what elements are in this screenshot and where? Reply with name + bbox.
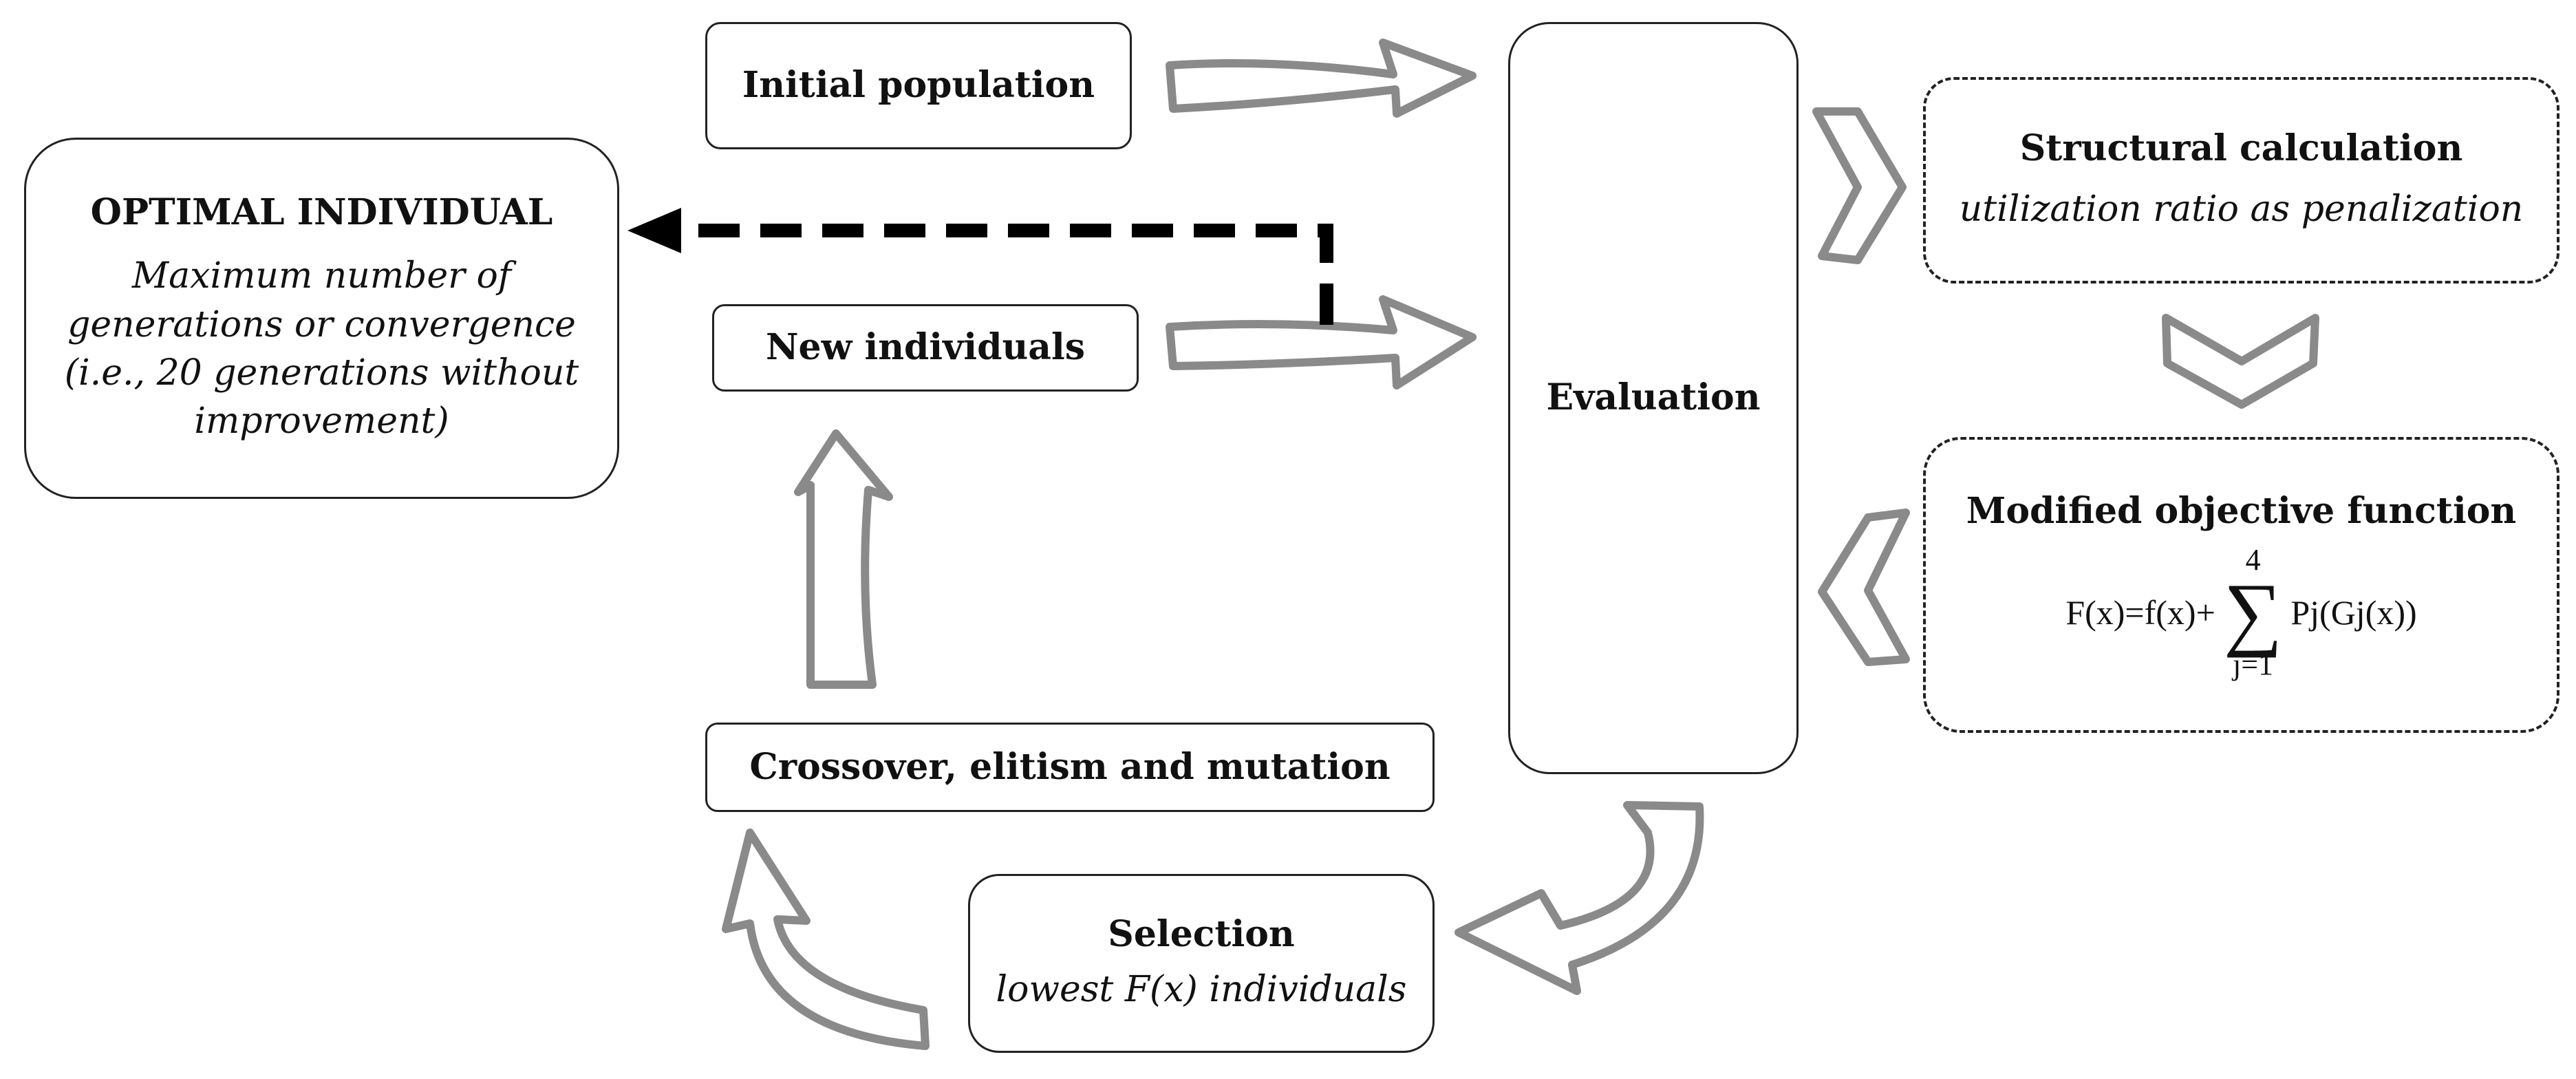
optimal-line-2: generations or convergence bbox=[67, 303, 576, 345]
sum-upper-limit: 4 bbox=[2245, 543, 2261, 577]
sigma-glyph: ∑ bbox=[2223, 566, 2283, 659]
node-initial-population-label: Initial population bbox=[742, 64, 1095, 107]
node-evaluation-label: Evaluation bbox=[1546, 376, 1761, 419]
chevron-modified-to-evaluation bbox=[1818, 509, 1910, 666]
formula-term: Pj(Gj(x)) bbox=[2290, 593, 2417, 632]
node-new-individuals: New individuals bbox=[712, 304, 1139, 392]
chevron-evaluation-to-structural bbox=[1812, 107, 1907, 264]
node-structural-calculation: Structural calculation utilization ratio… bbox=[1923, 77, 2559, 284]
node-new-individuals-label: New individuals bbox=[765, 326, 1085, 369]
optimal-line-1: Maximum number of bbox=[131, 255, 512, 297]
node-optimal-individual: OPTIMAL INDIVIDUAL Maximum number of gen… bbox=[24, 138, 619, 499]
arrow-crossover-to-new bbox=[794, 429, 893, 689]
formula-lhs: F(x)=f(x)+ bbox=[2065, 593, 2215, 632]
dashed-arrow-to-optimal bbox=[688, 224, 1333, 325]
chevron-structural-to-modified bbox=[2162, 314, 2319, 409]
dashed-arrowhead bbox=[627, 208, 681, 253]
optimal-line-4: improvement) bbox=[194, 400, 449, 442]
node-crossover: Crossover, elitism and mutation bbox=[705, 723, 1435, 812]
arrow-initial-to-evaluation bbox=[1166, 39, 1477, 118]
node-initial-population: Initial population bbox=[705, 22, 1132, 149]
selection-subtitle: lowest F(x) individuals bbox=[996, 969, 1407, 1011]
selection-title: Selection bbox=[1108, 912, 1295, 955]
sum-lower-limit: j=1 bbox=[2233, 648, 2274, 682]
arrow-evaluation-to-selection bbox=[1455, 801, 1704, 995]
node-evaluation: Evaluation bbox=[1508, 22, 1799, 774]
structural-subtitle: utilization ratio as penalization bbox=[1959, 189, 2524, 231]
objective-formula: F(x)=f(x)+ 4 ∑ j=1 Pj(Gj(x)) bbox=[2065, 545, 2416, 680]
optimal-line-3: (i.e., 20 generations without bbox=[64, 352, 579, 394]
node-modified-objective: Modified objective function F(x)=f(x)+ 4… bbox=[1923, 437, 2559, 733]
node-crossover-label: Crossover, elitism and mutation bbox=[749, 745, 1391, 788]
structural-title: Structural calculation bbox=[2019, 127, 2463, 169]
summation-symbol: 4 ∑ j=1 bbox=[2224, 545, 2283, 680]
arrow-new-to-evaluation bbox=[1166, 295, 1477, 389]
node-selection: Selection lowest F(x) individuals bbox=[968, 874, 1435, 1053]
optimal-title: OPTIMAL INDIVIDUAL bbox=[90, 191, 553, 233]
arrow-selection-to-crossover bbox=[722, 829, 930, 1050]
modified-title: Modified objective function bbox=[1966, 489, 2517, 532]
